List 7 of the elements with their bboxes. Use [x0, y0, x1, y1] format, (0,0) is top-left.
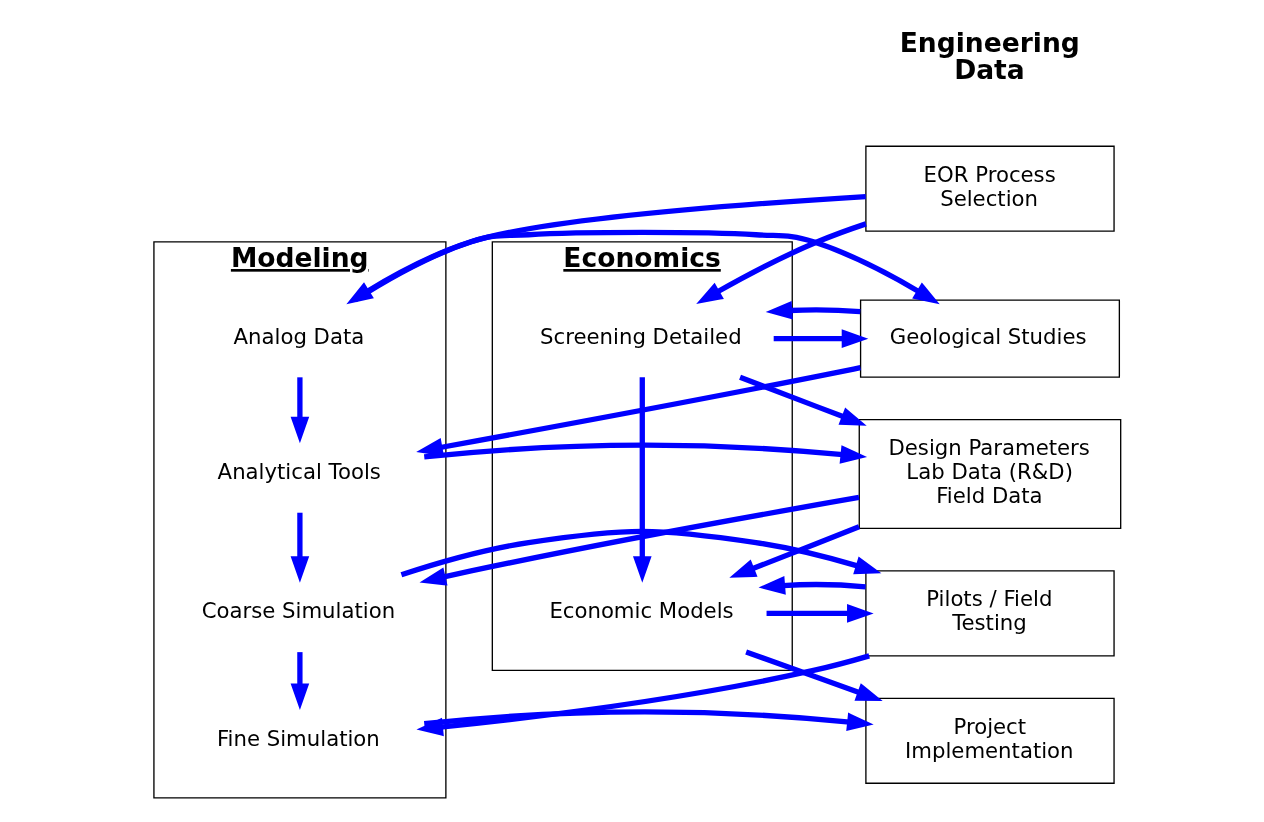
node-text: Economic Models: [549, 598, 734, 624]
node-text: Analytical Tools: [217, 459, 381, 485]
node-text: Analog Data: [233, 323, 365, 349]
label: Engineering Data: [899, 27, 1080, 85]
node-text: Coarse Simulation: [201, 598, 396, 624]
node-text: Screening Detailed: [540, 323, 742, 349]
node-text: Fine Simulation: [216, 725, 380, 751]
